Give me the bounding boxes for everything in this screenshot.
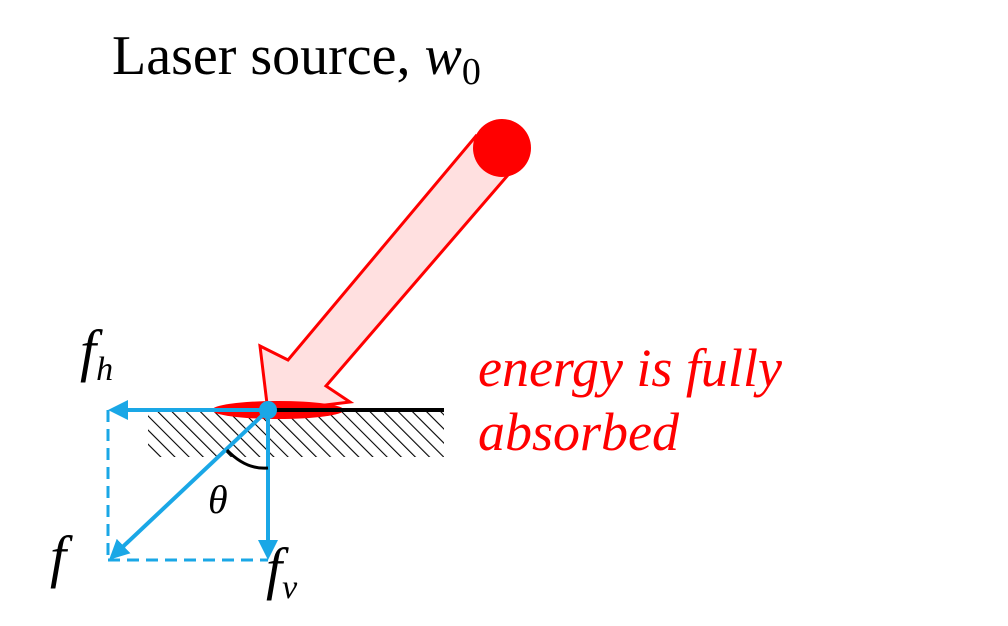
title-symbol: w [424, 25, 462, 87]
label-f-resultant: f [50, 528, 66, 586]
fh-symbol: f [80, 318, 97, 383]
title-text: Laser source, [112, 25, 425, 87]
absorption-note: energy is fully absorbed [478, 336, 782, 464]
laser-source-title: Laser source, w0 [112, 28, 481, 91]
f-symbol: f [50, 524, 67, 589]
laser-source-dot [473, 119, 531, 177]
force-origin-point [259, 401, 277, 419]
title-subscript: 0 [461, 51, 481, 93]
label-f-horizontal: fh [80, 322, 113, 387]
absorption-note-line2: absorbed [478, 402, 679, 462]
fv-symbol: f [266, 536, 283, 601]
absorption-note-line1: energy is fully [478, 338, 782, 398]
label-theta: θ [208, 477, 228, 522]
fh-subscript: h [96, 351, 114, 388]
theta-angle-arc [225, 448, 269, 470]
material-hatch [148, 411, 444, 457]
label-f-vertical: fv [266, 540, 297, 605]
laser-beam-arrow [258, 133, 517, 414]
force-resultant-arrow [109, 408, 270, 560]
fv-subscript: v [282, 569, 298, 606]
